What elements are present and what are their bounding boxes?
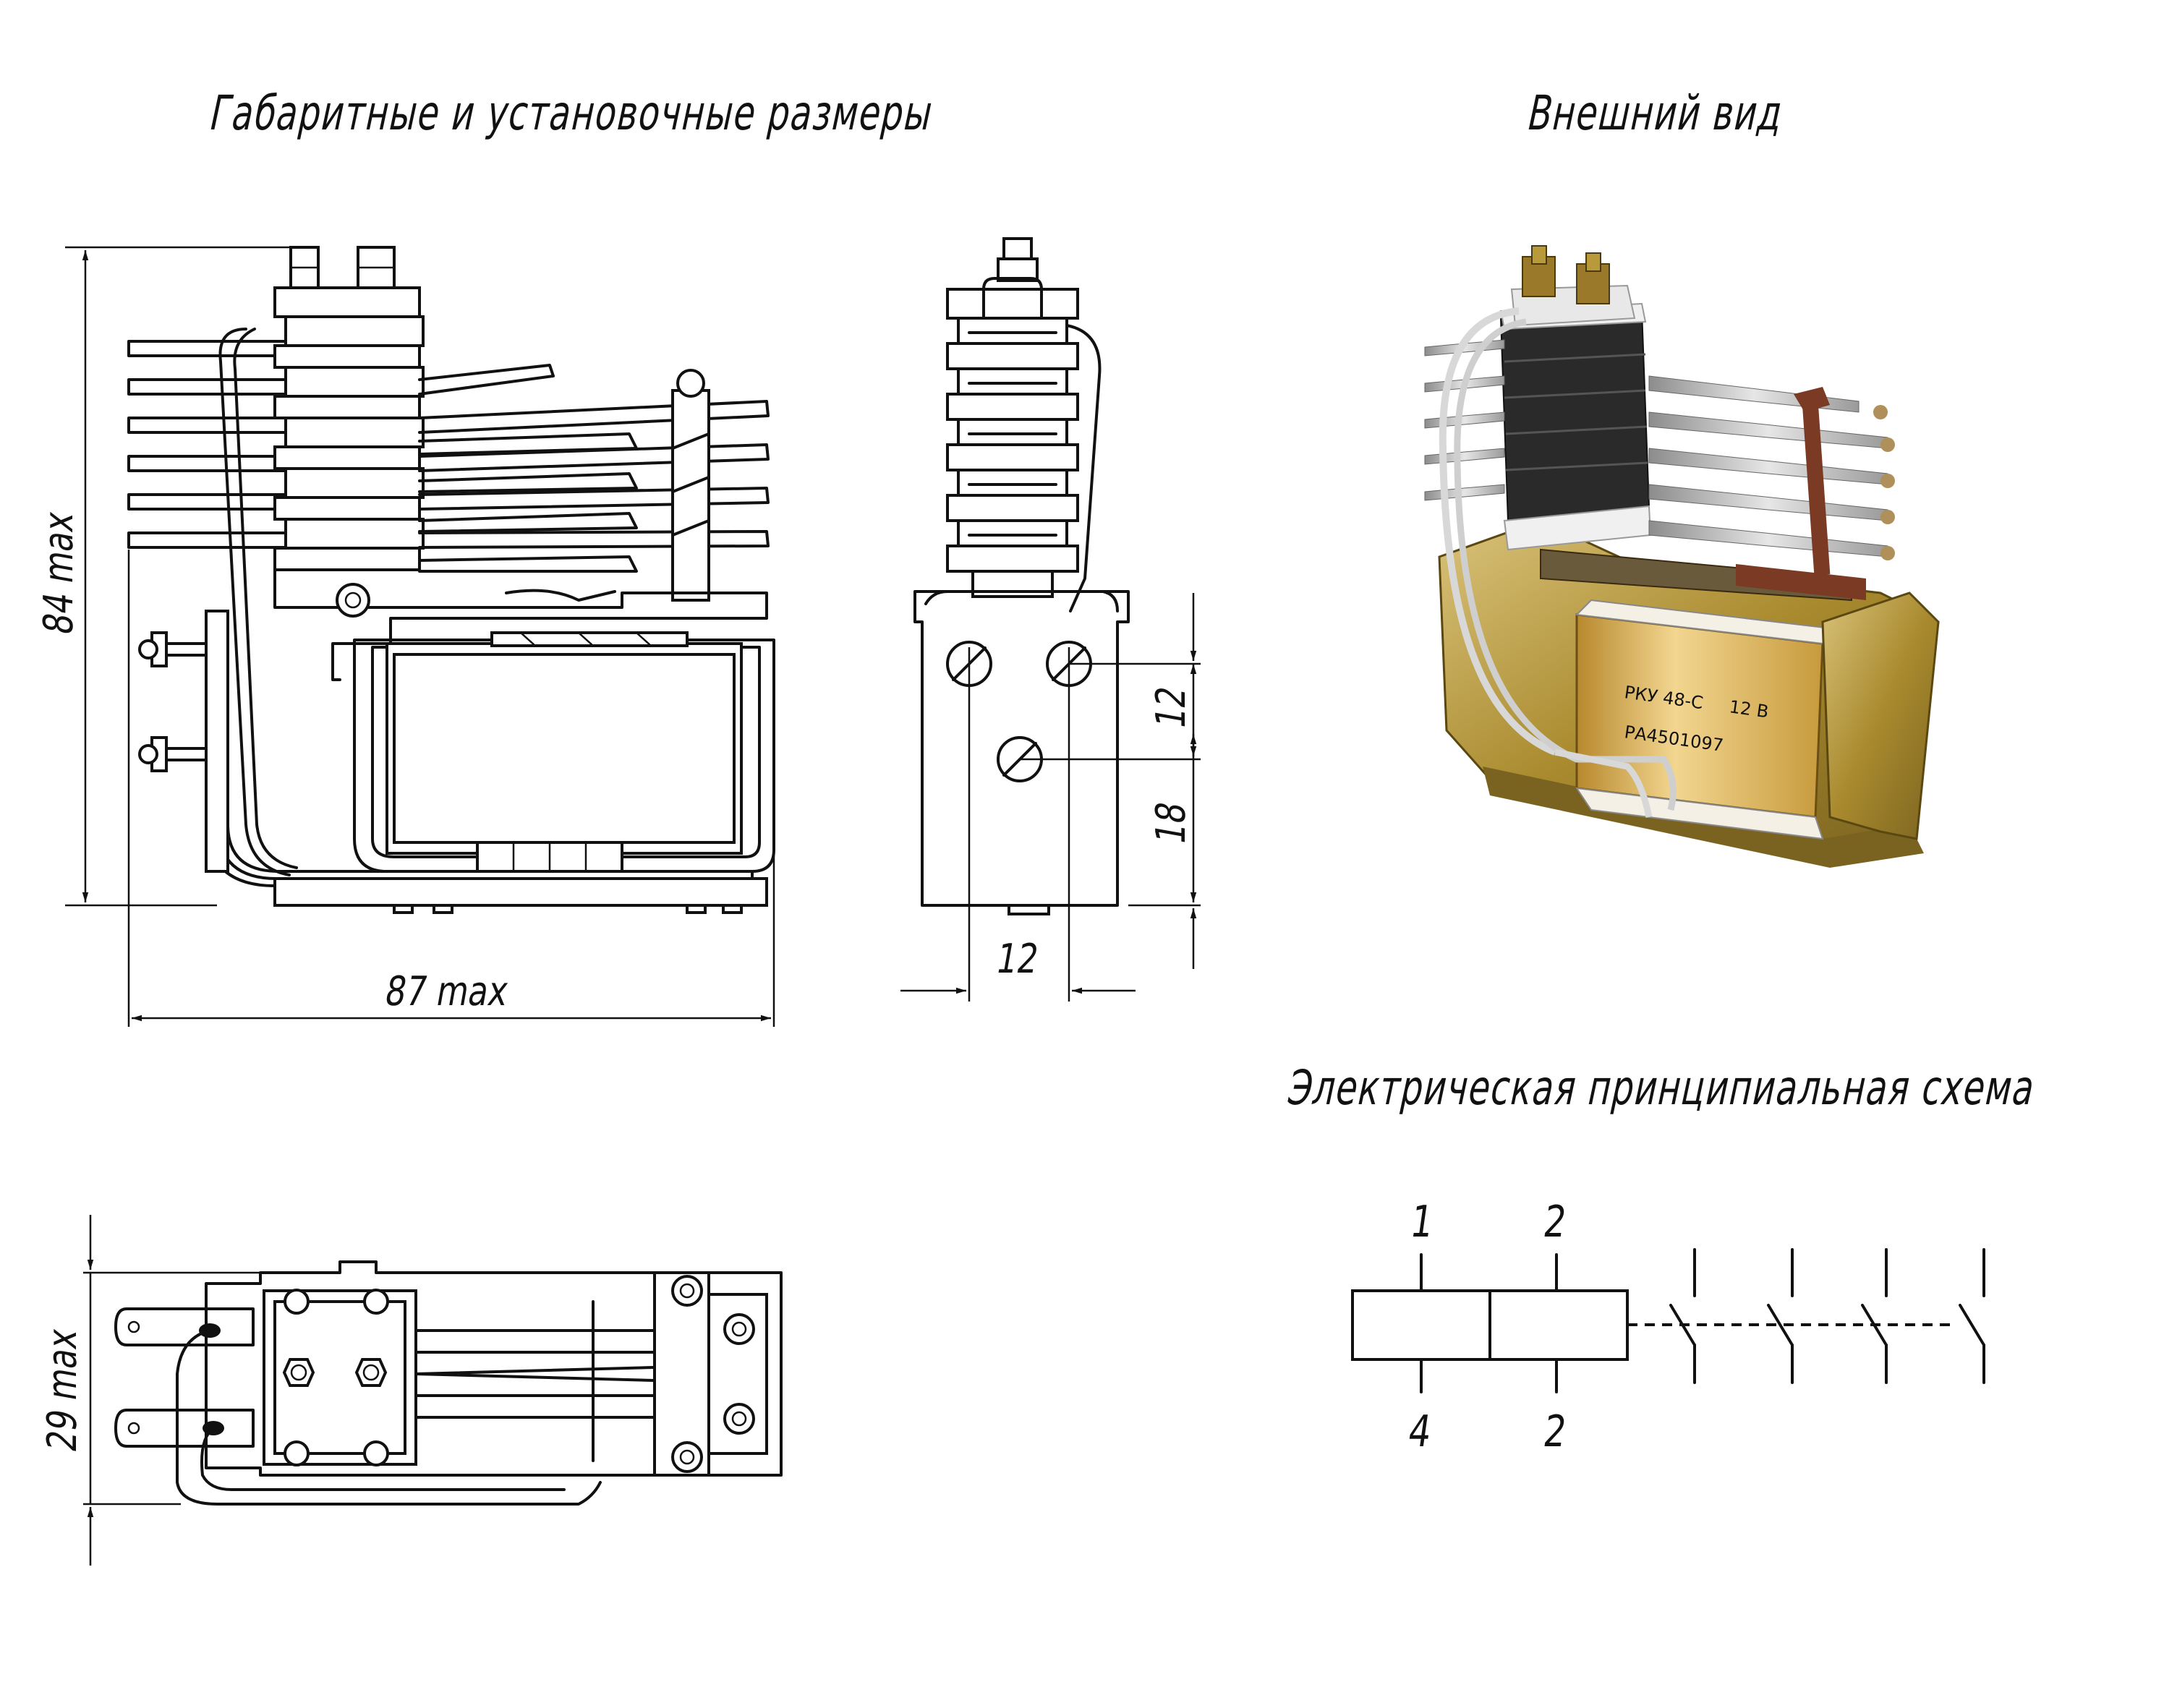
base-plate: [273, 877, 768, 914]
contact-stack: [273, 246, 425, 571]
pitch-horizontal-label: 12: [992, 936, 1042, 983]
width-dimension: 87 max: [127, 550, 775, 1027]
contact-switch-1: [1669, 1248, 1696, 1384]
mounting-studs: [138, 610, 229, 873]
front-view: 84 max: [35, 246, 775, 1027]
width-dimension-label: 87 max: [381, 968, 511, 1016]
terminal-nuts: [282, 1358, 388, 1387]
depth-dimension-label: 29 max: [39, 1325, 87, 1455]
product-photo: РКУ 48-С 12 В РА4501097: [1424, 245, 1940, 868]
pitch-vertical-dimensions: 12 18: [1148, 593, 1197, 969]
photo-springs: [1648, 375, 1895, 576]
contact-switch-3: [1861, 1248, 1888, 1384]
photo-left-terminals: [1424, 339, 1505, 501]
height-dimension: 84 max: [35, 246, 293, 907]
pin-top-right: 2: [1541, 1196, 1569, 1247]
contact-switch-2: [1767, 1248, 1794, 1384]
coil-bracket: [353, 631, 775, 873]
pin-top-left: 1: [1407, 1196, 1436, 1247]
schematic: 1 2 4 2: [1351, 1196, 1985, 1456]
side-view: 12 12 18: [900, 237, 1201, 1002]
contact-springs: [418, 364, 770, 602]
contact-switch-4: [1959, 1248, 1985, 1384]
coil-wire: [218, 328, 298, 876]
photo-contact-stack: [1499, 245, 1652, 551]
height-dimension-label: 84 max: [35, 508, 83, 638]
pitch-horizontal-dimension: 12: [900, 936, 1136, 994]
top-view: 29 max: [39, 1215, 783, 1566]
relay-coil-symbol: [1351, 1253, 1629, 1393]
pitch-vertical-label-18: 18: [1148, 798, 1196, 848]
pitch-vertical-label-12: 12: [1148, 683, 1196, 733]
pin-bottom-right: 2: [1541, 1406, 1569, 1456]
pin-bottom-left: 4: [1405, 1406, 1434, 1456]
